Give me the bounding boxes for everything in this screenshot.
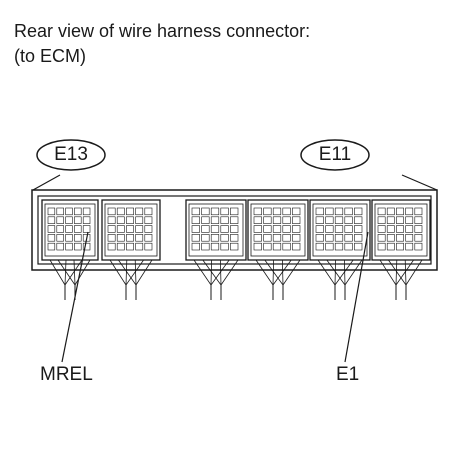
block-e11-b-wires [255, 259, 301, 300]
block-e11-a [185, 199, 247, 261]
e13-connector-label: E13 [54, 144, 88, 165]
caption-line-1: Rear view of wire harness connector: [14, 21, 311, 41]
e1-callout-line [344, 231, 369, 363]
callout-lines [61, 231, 369, 363]
block-e11-c-wires [317, 259, 363, 300]
connector-blocks [41, 199, 431, 261]
housing-edges [32, 174, 438, 191]
block-e11-c [309, 199, 371, 261]
e11-label-ellipse [300, 139, 370, 171]
e1-pin-label: E1 [336, 364, 360, 385]
block-e11-d-wires [379, 259, 423, 300]
block-e13-b-wires [109, 259, 153, 300]
block-e13-a [41, 199, 99, 261]
e13-label-ellipse [36, 139, 106, 171]
wire-bundles [49, 259, 423, 300]
block-e11-a-wires [193, 259, 239, 300]
e11-connector-label: E11 [318, 144, 352, 165]
block-e11-d [371, 199, 431, 261]
block-e13-a-wires [49, 259, 91, 300]
mrel-callout-line [61, 231, 89, 363]
connector-housing [31, 189, 438, 271]
block-e13-b [101, 199, 161, 261]
mrel-pin-label: MREL [40, 364, 93, 385]
caption-line-2: (to ECM) [14, 46, 86, 66]
block-e11-b [247, 199, 309, 261]
